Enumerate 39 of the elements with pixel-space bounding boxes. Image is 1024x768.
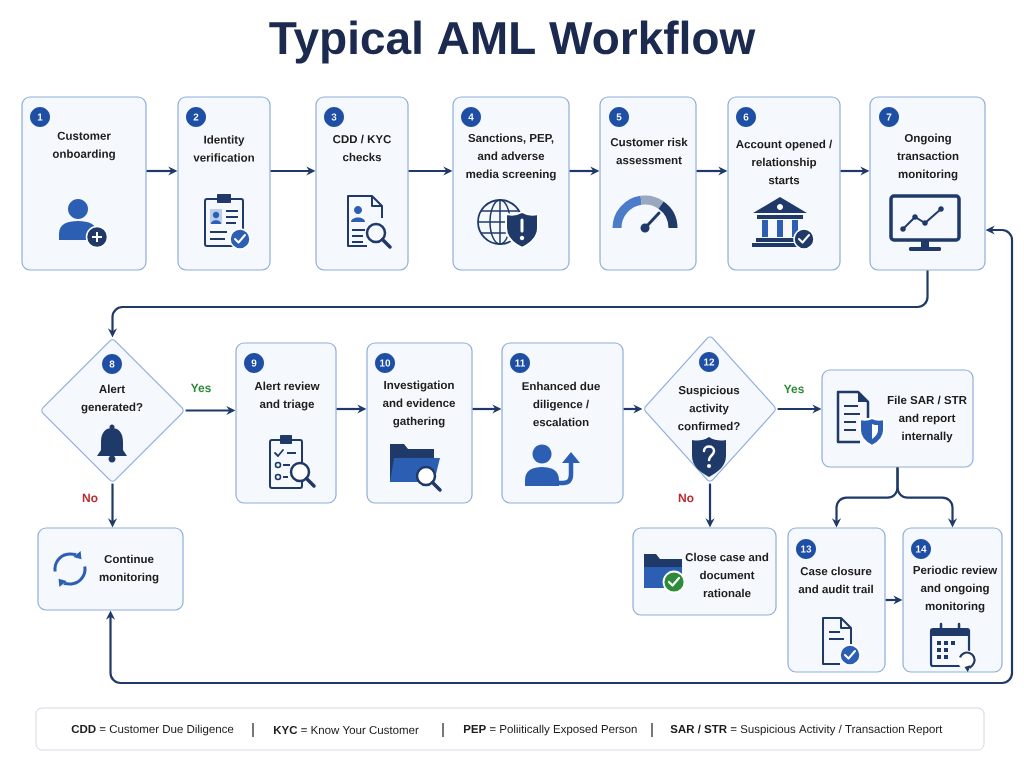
number-badge: 13 bbox=[796, 539, 816, 559]
step-label: Close case and document rationale bbox=[685, 552, 769, 598]
number-badge: 6 bbox=[736, 107, 756, 127]
step-label: File SAR / STR and report internally bbox=[887, 395, 967, 443]
step-label: Sanctions, PEP, and adverse media screening bbox=[466, 133, 556, 181]
key-text: PEP = Poliitically Exposed Person bbox=[464, 724, 637, 736]
number-badge: 14 bbox=[911, 539, 931, 559]
key-text: KYC = Know Your Customer bbox=[273, 725, 419, 735]
step-label: Identity verification bbox=[193, 135, 254, 162]
step-label: Customer risk assessment bbox=[610, 137, 688, 165]
number-badge: 9 bbox=[244, 353, 264, 373]
number-badge: 2 bbox=[186, 107, 206, 127]
step-label: Account opened / relationship starts bbox=[736, 139, 833, 185]
edge-label: Yes bbox=[782, 383, 806, 395]
number-badge: 5 bbox=[609, 107, 629, 127]
key-text: CDD = Customer Due Diligence bbox=[71, 724, 234, 736]
step-label: Alert review and triage bbox=[254, 381, 320, 411]
step-label: Alert generated? bbox=[81, 384, 143, 414]
number-badge: 3 bbox=[324, 107, 344, 127]
number-badge: 1 bbox=[30, 107, 50, 127]
step-label: Suspicious activity confirmed? bbox=[678, 385, 740, 431]
step-label: Case closure and audit trail bbox=[798, 566, 873, 594]
step-label: Enhanced due diligence / escalation bbox=[522, 381, 600, 427]
step-label: CDD / KYC checks bbox=[333, 134, 392, 162]
step-label: Periodic review and ongoing monitoring bbox=[913, 565, 998, 613]
key-text: SAR / STR = Suspicious Activity / Transaction Report bbox=[670, 724, 943, 736]
edge-label: Yes bbox=[189, 382, 213, 394]
edge-label: No bbox=[80, 492, 100, 504]
number-badge: 12 bbox=[699, 352, 719, 372]
number-badge: 11 bbox=[510, 353, 530, 373]
title: Typical AML Workflow bbox=[269, 20, 756, 64]
number-badge: 4 bbox=[461, 107, 481, 127]
step-label: Customer onboarding bbox=[52, 131, 115, 161]
step-label: Investigation and evidence gathering bbox=[382, 380, 456, 428]
step-label: Ongoing transaction monitoring bbox=[897, 133, 959, 181]
number-badge: 10 bbox=[375, 353, 395, 373]
edge-label: No bbox=[676, 492, 696, 504]
number-badge: 8 bbox=[102, 354, 122, 374]
number-badge: 7 bbox=[879, 107, 899, 127]
